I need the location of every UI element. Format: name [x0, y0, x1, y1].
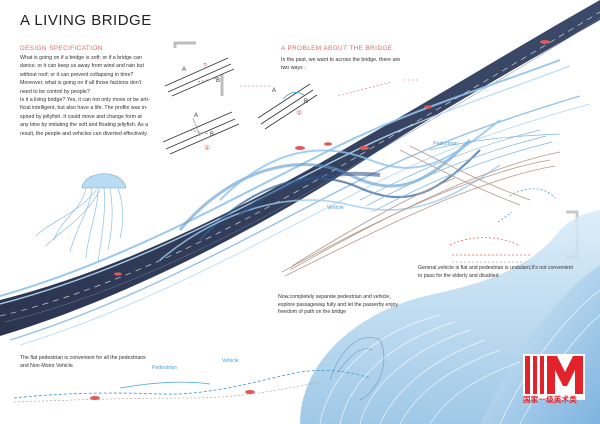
design-spec-text: What is going on if a bridge is soft; or… [20, 54, 180, 138]
car-icon [114, 40, 550, 276]
logo-mark-icon [523, 354, 585, 400]
design-spec-line: What is going on if a bridge is soft; or… [20, 55, 142, 61]
now-note-line: explore passageway fully and let the pas… [278, 301, 398, 308]
design-spec-line: ficial intelligent, but also have a life… [20, 105, 148, 112]
lower-pedestrian-label: Pedestrian [152, 365, 177, 371]
diagram-label-b: B [216, 78, 221, 84]
car-icon [90, 390, 255, 400]
diagram-3 [162, 111, 240, 155]
design-spec-line: Is it a living bridge? Yes, it can not o… [20, 97, 150, 104]
flow-arrows [449, 188, 556, 263]
diagram-label-b: B [210, 132, 215, 138]
diagram-label-a: A [182, 67, 187, 73]
design-spec-line: Moreover, what is going on if all those … [20, 80, 142, 87]
diagram-number-2: ② [296, 110, 303, 117]
problem-heading: A PROBLEM ABOUT THE BRIDGE [281, 45, 393, 52]
design-spec-line: spired by jellyfish. It could move and c… [20, 113, 142, 120]
vehicle-strands [281, 145, 561, 277]
design-spec-line: dance; or it can keep us away from wind … [20, 63, 144, 70]
design-spec-line: any time by imitating the soft and float… [20, 122, 149, 129]
flat-note-line: The flat pedestrian is convenient for al… [20, 355, 146, 361]
connector-dashes [240, 79, 418, 97]
diagram-number-1: ① [204, 145, 211, 152]
lower-pedestrian-path [13, 369, 371, 403]
diagram-label-b: B [304, 99, 309, 105]
general-note-line: General,vehicle is flat and pedestrian i… [418, 265, 573, 271]
design-spec-heading: DESIGN SPECIFICATION [20, 45, 103, 52]
logo: 国家一级美术类 [521, 352, 587, 404]
pedestrian-label: Pedestrian [433, 141, 458, 147]
flat-note-line: and Non-Motor Vehicle. [20, 362, 75, 369]
diagram-label-a: A [272, 88, 277, 94]
diagram-label-a: A [194, 113, 199, 119]
problem-text: In the past, we want to across the bridg… [281, 56, 431, 73]
corner-bracket-top [173, 41, 196, 48]
problem-line: In the past, we want to across the bridg… [281, 57, 401, 63]
general-note: General,vehicle is flat and pedestrian i… [418, 265, 600, 280]
design-spec-line: without roof; or it can prevent collapsi… [20, 71, 134, 78]
jellyfish-icon [35, 173, 127, 263]
pedestrian-strands [359, 129, 561, 213]
design-spec-line: need to be control by people? [20, 88, 90, 95]
now-note-line: Now,completely separate pedestrian and v… [278, 294, 391, 300]
main-bridge [0, 0, 600, 346]
diagram-1 [164, 57, 235, 97]
page-title: A LIVING BRIDGE [20, 12, 152, 29]
lower-vehicle-label: Vehicle [222, 358, 239, 364]
vehicle-label: Vehicle [327, 205, 344, 211]
design-spec-line: result, the people and vehicles can dive… [20, 130, 148, 137]
now-note-line: freedom of path on the bridge [278, 309, 347, 316]
flat-note: The flat pedestrian is convenient for al… [20, 355, 220, 370]
diagram-question: ? [203, 63, 207, 70]
problem-line: two ways : [281, 65, 306, 72]
logo-text: 国家一级美术类 [523, 395, 577, 404]
general-note-line: to pass for the elderly and disabled [418, 272, 499, 279]
diagram-2 [257, 83, 318, 130]
now-note: Now,completely separate pedestrian and v… [278, 294, 438, 317]
